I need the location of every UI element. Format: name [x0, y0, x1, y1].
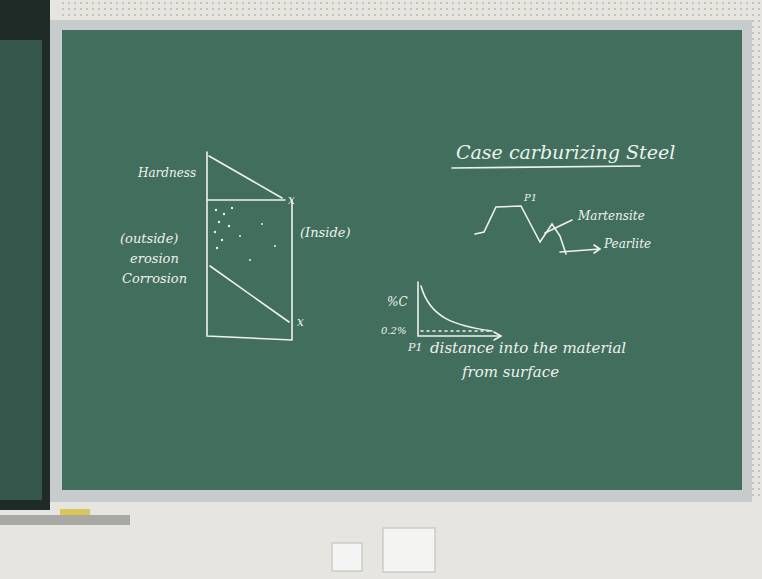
- chalk-drawing: [207, 152, 640, 340]
- chalk-label: distance into the material: [430, 340, 626, 357]
- duster: [60, 509, 90, 515]
- side-board-surface: [0, 40, 42, 500]
- chalkboard: [62, 30, 742, 490]
- acoustic-panel: [60, 0, 762, 20]
- board-frame: [50, 20, 752, 502]
- carbon-curve: [421, 286, 492, 331]
- chalk-label: (Inside): [300, 226, 351, 240]
- side-board: [0, 0, 50, 510]
- chalk-label: Martensite: [578, 210, 645, 223]
- chalk-label: Hardness: [138, 167, 196, 180]
- chalk-label: x: [288, 194, 295, 207]
- gradient-line: [210, 266, 289, 322]
- board-title: Case carburizing Steel: [456, 142, 675, 163]
- specimen-outline: [207, 200, 292, 340]
- chalk-label: Pearlite: [604, 238, 651, 251]
- chalk-label: from surface: [462, 364, 559, 381]
- axis-arrow: [494, 332, 501, 340]
- leader-line: [545, 220, 572, 233]
- chalk-label: Corrosion: [122, 272, 187, 286]
- chalk-label: (outside): [120, 232, 178, 246]
- carbon-axes: [418, 282, 500, 336]
- chalk-ledge: [0, 515, 130, 525]
- chalk-label: 0.2%: [381, 325, 406, 336]
- chalk-label: P1: [408, 342, 422, 354]
- leader-arrow: [560, 245, 600, 253]
- chalk-label: x: [297, 316, 304, 329]
- wall-socket: [332, 543, 362, 571]
- board-sheen: [62, 30, 742, 490]
- title-underline: [452, 166, 640, 168]
- hardness-line: [209, 156, 282, 198]
- chalk-label: erosion: [130, 252, 179, 266]
- chalk-label: P1: [524, 192, 537, 203]
- carbon-level: [421, 330, 490, 332]
- wall-socket: [383, 528, 435, 572]
- chalk-dots: [214, 207, 276, 261]
- hardness-axes: [207, 152, 285, 200]
- chalk-label: %C: [387, 296, 408, 309]
